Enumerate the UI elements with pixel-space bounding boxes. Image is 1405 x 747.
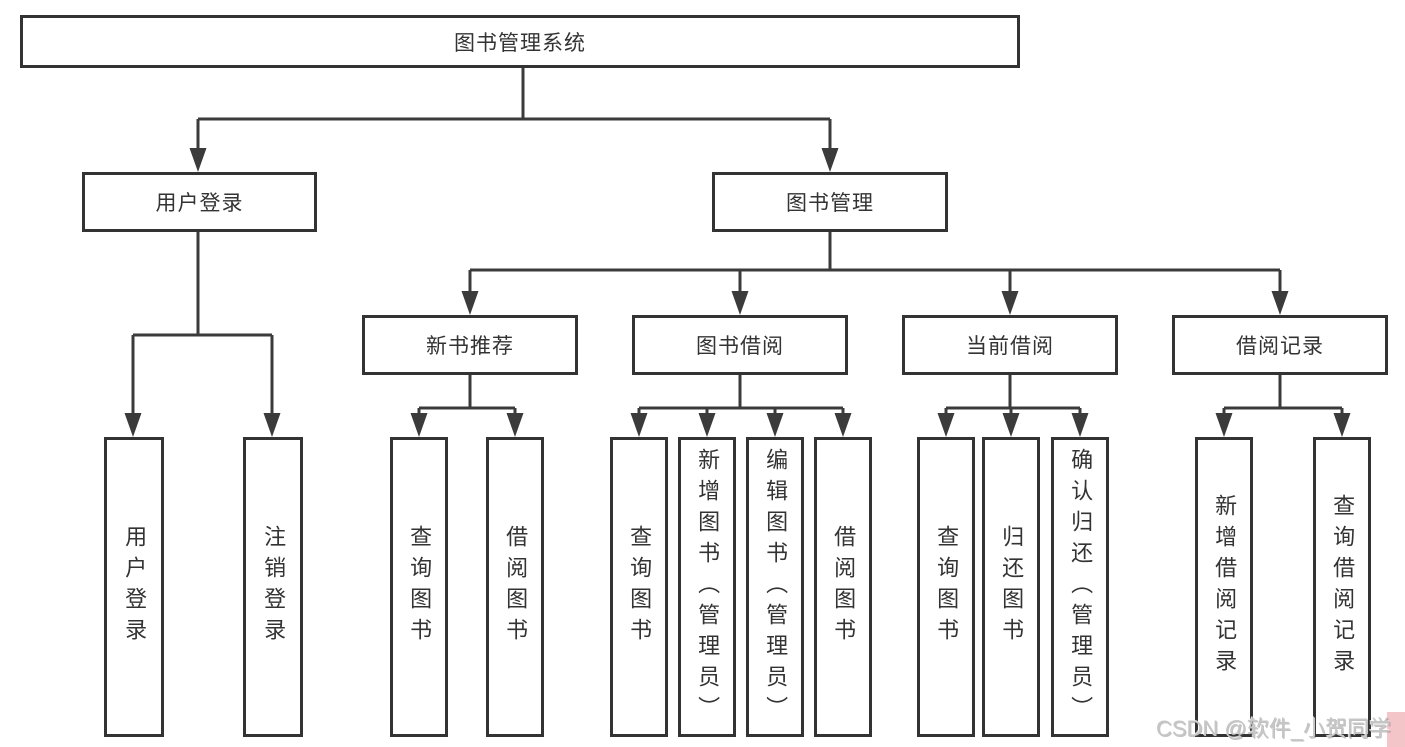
watermark-pink-block (1387, 712, 1405, 747)
leaf-label: 查询图书 (934, 525, 960, 649)
node-book-borrow: 图书借阅 (632, 315, 848, 375)
leaf-query-books-borrow: 查询图书 (610, 437, 668, 737)
leaf-confirm-return-admin: 确认归还（管理员） (1051, 437, 1109, 737)
leaf-label: 借阅图书 (503, 525, 529, 649)
leaf-query-books-recommend: 查询图书 (390, 437, 448, 737)
node-label: 图书管理 (786, 192, 874, 215)
leaf-label: 确认归还（管理员） (1068, 447, 1094, 727)
node-label: 当前借阅 (966, 335, 1054, 358)
leaf-return-books: 归还图书 (982, 437, 1040, 737)
node-label: 图书借阅 (696, 335, 784, 358)
leaf-borrow-books-recommend: 借阅图书 (486, 437, 544, 737)
leaf-label: 查询图书 (627, 525, 653, 649)
node-label: 新书推荐 (426, 335, 514, 358)
node-label: 用户登录 (155, 192, 244, 215)
node-user-login: 用户登录 (82, 172, 317, 232)
leaf-user-login: 用户登录 (104, 437, 164, 737)
leaf-add-books-admin: 新增图书（管理员） (678, 437, 736, 737)
leaf-label: 查询借阅记录 (1330, 494, 1356, 680)
leaf-label: 借阅图书 (831, 525, 857, 649)
node-root: 图书管理系统 (20, 15, 1020, 68)
leaf-label: 查询图书 (407, 525, 433, 649)
node-borrow-records: 借阅记录 (1172, 315, 1388, 375)
leaf-label: 新增图书（管理员） (695, 447, 721, 727)
leaf-label: 归还图书 (999, 525, 1025, 649)
leaf-label: 新增借阅记录 (1212, 494, 1238, 680)
leaf-add-borrow-record: 新增借阅记录 (1195, 437, 1253, 737)
node-label: 借阅记录 (1236, 335, 1324, 358)
node-label: 图书管理系统 (454, 31, 586, 55)
leaf-logout: 注销登录 (243, 437, 303, 737)
leaf-query-books-current: 查询图书 (917, 437, 975, 737)
node-new-book-recommend: 新书推荐 (362, 315, 578, 375)
leaf-query-borrow-record: 查询借阅记录 (1313, 437, 1371, 737)
leaf-label: 编辑图书（管理员） (763, 447, 789, 727)
arrowhead-icons (124, 148, 1351, 437)
leaf-label: 用户登录 (122, 525, 148, 649)
leaf-edit-books-admin: 编辑图书（管理员） (746, 437, 804, 737)
leaf-borrow-books: 借阅图书 (814, 437, 872, 737)
node-current-borrow: 当前借阅 (902, 315, 1118, 375)
node-book-management: 图书管理 (712, 172, 948, 232)
watermark-text: CSDN @软件_小贺同学 (1155, 716, 1391, 741)
leaf-label: 注销登录 (261, 525, 287, 649)
